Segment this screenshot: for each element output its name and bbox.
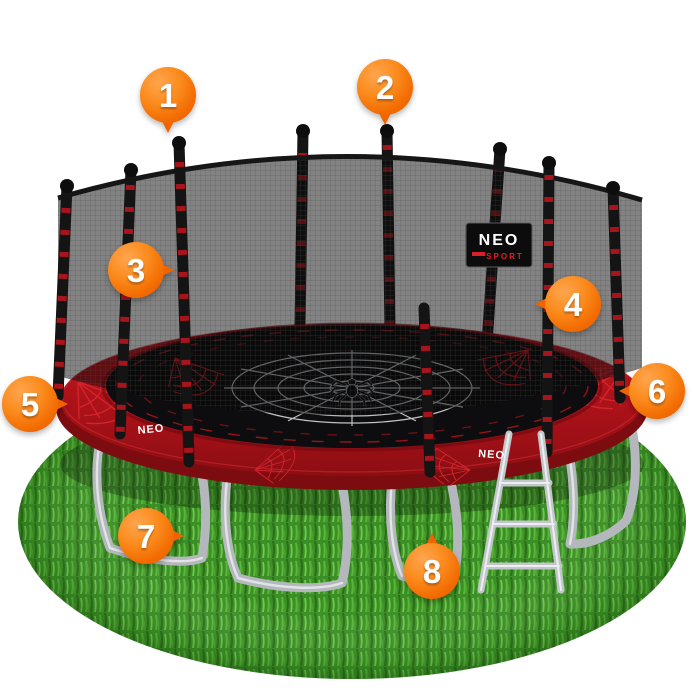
part-marker-8: 8 bbox=[404, 533, 460, 599]
part-marker-1: 1 bbox=[140, 67, 196, 133]
banner-brand-text: NEO bbox=[479, 232, 520, 249]
part-marker-5: 5 bbox=[2, 376, 68, 432]
part-marker-2: 2 bbox=[357, 59, 413, 125]
banner-subbrand-text: SPORT bbox=[486, 252, 524, 261]
part-marker-4: 4 bbox=[535, 276, 601, 332]
marker-number: 8 bbox=[404, 543, 460, 599]
marker-number: 2 bbox=[357, 59, 413, 115]
frame-logo-left: NEO bbox=[137, 422, 165, 437]
ladder bbox=[477, 430, 565, 594]
part-marker-6: 6 bbox=[619, 363, 685, 419]
part-marker-7: 7 bbox=[118, 508, 184, 564]
marker-number: 7 bbox=[118, 508, 174, 564]
marker-number: 1 bbox=[140, 67, 196, 123]
marker-number: 3 bbox=[108, 242, 164, 298]
marker-number: 4 bbox=[545, 276, 601, 332]
frame-logo-right: NEO bbox=[478, 448, 506, 462]
safety-net bbox=[57, 154, 643, 416]
marker-number: 6 bbox=[629, 363, 685, 419]
marker-number: 5 bbox=[2, 376, 58, 432]
brand-banner: NEO SPORT bbox=[465, 222, 533, 268]
part-marker-3: 3 bbox=[108, 242, 174, 298]
